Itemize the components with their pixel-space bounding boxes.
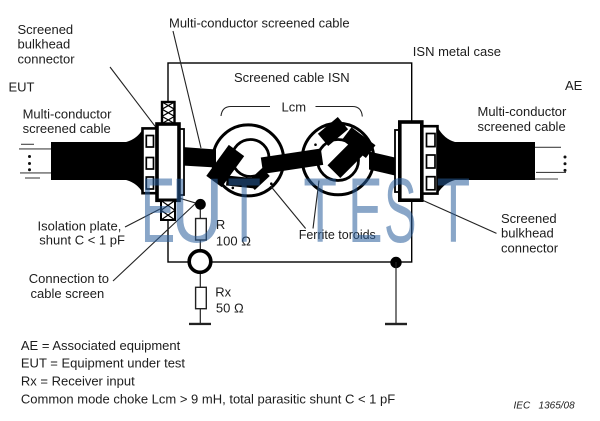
svg-text:Rx: Rx xyxy=(215,285,231,300)
svg-text:screened cable: screened cable xyxy=(478,119,566,134)
svg-text:T: T xyxy=(437,159,471,262)
svg-text:bulkhead: bulkhead xyxy=(501,225,554,240)
svg-text:connector: connector xyxy=(501,240,559,255)
svg-text:AE = Associated equipment: AE = Associated equipment xyxy=(21,338,181,353)
svg-text:cable screen: cable screen xyxy=(31,286,105,301)
svg-text:EUT = Equipment under test: EUT = Equipment under test xyxy=(21,356,186,371)
svg-text:R: R xyxy=(216,217,225,232)
svg-text:EUT: EUT xyxy=(9,80,35,95)
svg-text:IEC 1365/08: IEC 1365/08 xyxy=(514,401,576,412)
svg-text:Screened cable ISN: Screened cable ISN xyxy=(234,70,350,85)
svg-text:E: E xyxy=(141,158,175,262)
svg-text:Multi-conductor screened cable: Multi-conductor screened cable xyxy=(169,15,350,30)
svg-text:100 Ω: 100 Ω xyxy=(216,233,251,248)
svg-text:AE: AE xyxy=(565,78,583,93)
svg-text:shunt C < 1 pF: shunt C < 1 pF xyxy=(39,232,125,247)
svg-text:Multi-conductor: Multi-conductor xyxy=(23,107,113,122)
svg-text:Lcm: Lcm xyxy=(282,99,307,114)
svg-text:bulkhead: bulkhead xyxy=(18,37,71,52)
svg-text:screened cable: screened cable xyxy=(23,121,111,136)
svg-text:U: U xyxy=(171,159,223,262)
svg-text:ISN metal case: ISN metal case xyxy=(413,44,501,59)
svg-text:Common mode choke Lcm > 9 mH,: Common mode choke Lcm > 9 mH, total para… xyxy=(21,392,395,407)
svg-text:connector: connector xyxy=(18,51,76,66)
svg-text:Ferrite toroids: Ferrite toroids xyxy=(299,228,376,242)
svg-text:T: T xyxy=(227,159,261,262)
svg-text:Isolation plate,: Isolation plate, xyxy=(38,218,122,233)
svg-text:T: T xyxy=(303,159,337,262)
svg-text:Screened: Screened xyxy=(501,211,557,226)
svg-text:Connection to: Connection to xyxy=(29,271,109,286)
svg-text:Screened: Screened xyxy=(18,22,74,37)
svg-text:Rx = Receiver input: Rx = Receiver input xyxy=(21,374,135,389)
svg-text:50 Ω: 50 Ω xyxy=(216,301,244,316)
svg-text:E: E xyxy=(348,159,382,262)
svg-text:S: S xyxy=(384,158,417,262)
svg-text:Multi-conductor: Multi-conductor xyxy=(478,104,568,119)
